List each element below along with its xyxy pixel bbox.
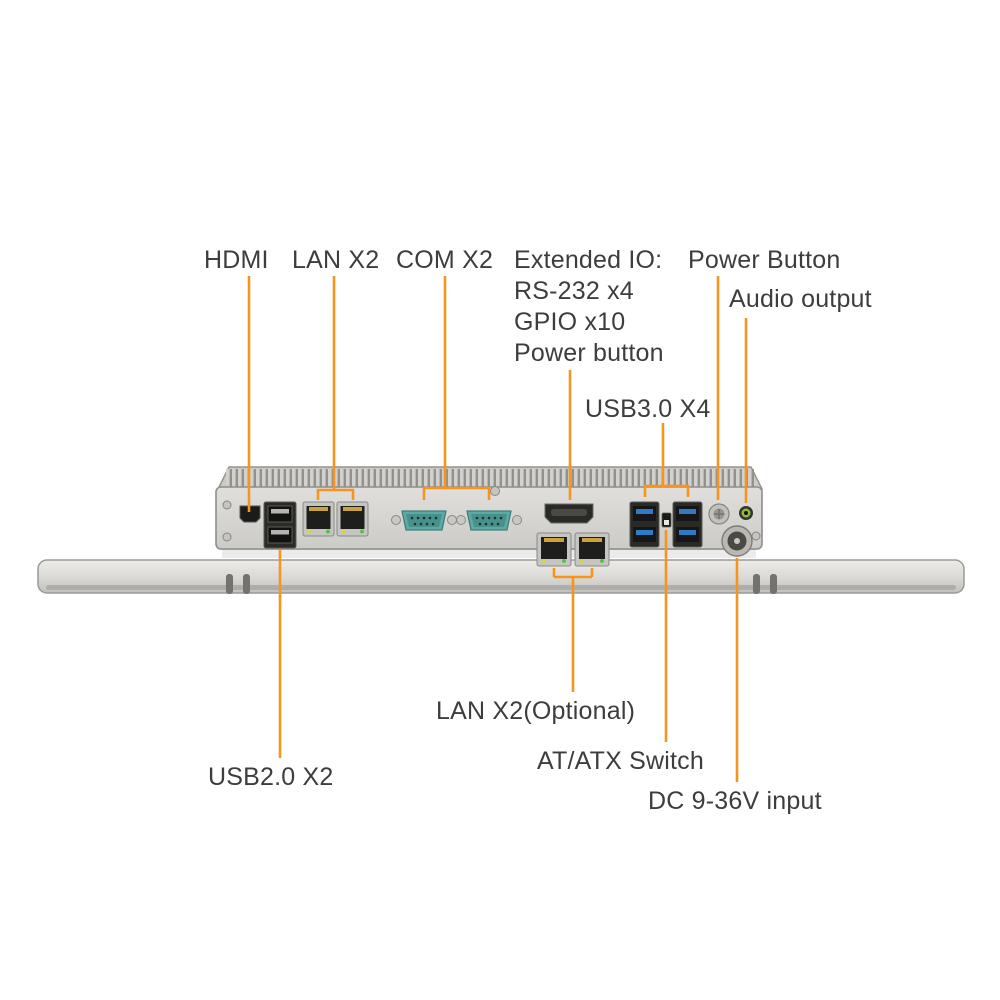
label-at-atx: AT/ATX Switch [537, 747, 704, 775]
callout-lan-top [316, 276, 355, 500]
label-usb3: USB3.0 X4 [585, 395, 711, 423]
label-extended-io-line3: GPIO x10 [514, 308, 626, 336]
callout-lines [247, 276, 748, 782]
com-ports [391, 510, 522, 531]
usb3-ports [629, 501, 703, 548]
lan-ports-bottom [536, 532, 610, 567]
callout-com [422, 276, 491, 500]
label-usb2: USB2.0 X2 [208, 763, 334, 791]
usb2-ports [263, 501, 297, 549]
power-button-port [708, 503, 730, 525]
at-atx-switch-port [661, 512, 672, 528]
label-lan-top: LAN X2 [292, 246, 380, 274]
label-lan-bottom: LAN X2(Optional) [436, 697, 636, 725]
label-extended-io: Extended IO: RS-232 x4 GPIO x10 Power bu… [514, 245, 664, 369]
hdmi-port [239, 505, 261, 523]
audio-jack-port [739, 506, 753, 520]
display-bezel-bar [37, 559, 965, 594]
label-extended-io-line4: Power button [514, 339, 664, 367]
label-com: COM X2 [396, 246, 494, 274]
label-extended-io-line1: Extended IO: [514, 246, 663, 274]
lan-ports-top [302, 501, 369, 537]
callout-lan-bottom [552, 568, 594, 692]
chassis-screws [222, 486, 761, 542]
mounting-clips [226, 574, 777, 594]
label-extended-io-line2: RS-232 x4 [514, 277, 634, 305]
extended-io-port [544, 503, 594, 524]
label-power-button: Power Button [688, 246, 841, 274]
callout-usb3 [643, 423, 690, 497]
label-dc-input: DC 9-36V input [648, 787, 822, 815]
heatsink-fins [216, 466, 764, 490]
label-hdmi: HDMI [204, 246, 269, 274]
dc-input-port [721, 525, 753, 557]
label-audio-output: Audio output [729, 285, 872, 313]
